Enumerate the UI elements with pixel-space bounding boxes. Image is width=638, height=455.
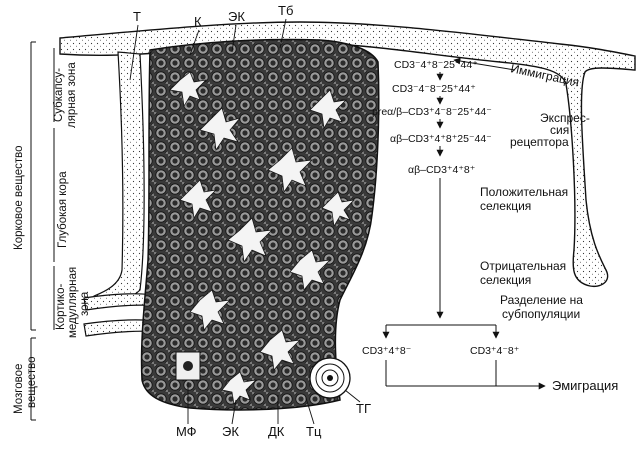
pathway-step1: CD3⁻4⁺8⁻25⁻44⁺ [394, 59, 478, 71]
label-cortico-2: медуллярная [67, 267, 79, 338]
macrophage-cell [176, 352, 200, 380]
label-cortex: Корковое вещество [13, 145, 25, 250]
label-deep-cortex: Глубокая кора [57, 171, 69, 248]
zone-labels: Корковое вещество Субкапсу- лярная зона … [13, 42, 91, 420]
label-tc: Тц [306, 424, 322, 439]
label-cortico-3: зона [79, 291, 91, 316]
pathway-step5: αβ–CD3⁺4⁺8⁺ [408, 164, 476, 176]
label-dk: ДК [268, 424, 285, 439]
label-division-1: Разделение на [500, 293, 583, 307]
label-subcapsular-2: лярная зона [66, 62, 78, 128]
pathway-step4: αβ–CD3⁺4⁺8⁺25⁻44⁻ [390, 133, 492, 145]
label-emigration: Эмиграция [552, 378, 618, 393]
left-trabecula [94, 52, 144, 306]
label-tg: ТГ [356, 401, 371, 416]
label-medulla-2: вещество [26, 357, 38, 409]
label-ek-top: ЭК [228, 9, 245, 24]
label-negative-1: Отрицательная [480, 259, 566, 273]
label-cortico-1: Кортико- [55, 284, 67, 330]
thymic-lobule [142, 39, 379, 409]
label-tb: Тб [278, 3, 293, 18]
pathway-out-right: CD3⁺4⁻8⁺ [470, 345, 520, 357]
label-negative-2: селекция [480, 273, 531, 287]
label-k: К [194, 14, 202, 29]
label-medulla-1: Мозговое [13, 364, 25, 414]
hassall-corpuscle [310, 358, 350, 398]
label-t: Т [133, 9, 141, 24]
label-subcapsular-1: Субкапсу- [53, 68, 65, 122]
label-positive-2: селекция [480, 199, 531, 213]
label-division-2: субпопуляции [502, 307, 580, 321]
label-positive-1: Положительная [480, 185, 568, 199]
pathway-step2: CD3⁻4⁻8⁻25⁺44⁺ [392, 83, 476, 95]
label-mf: МФ [176, 424, 197, 439]
pathway-out-left: CD3⁺4⁺8⁻ [362, 345, 412, 357]
label-ek-bottom: ЭК [222, 424, 239, 439]
label-expression-3: рецептора [510, 135, 569, 149]
pathway-step3: preα/β–CD3⁺4⁻8⁻25⁺44⁻ [372, 106, 492, 118]
